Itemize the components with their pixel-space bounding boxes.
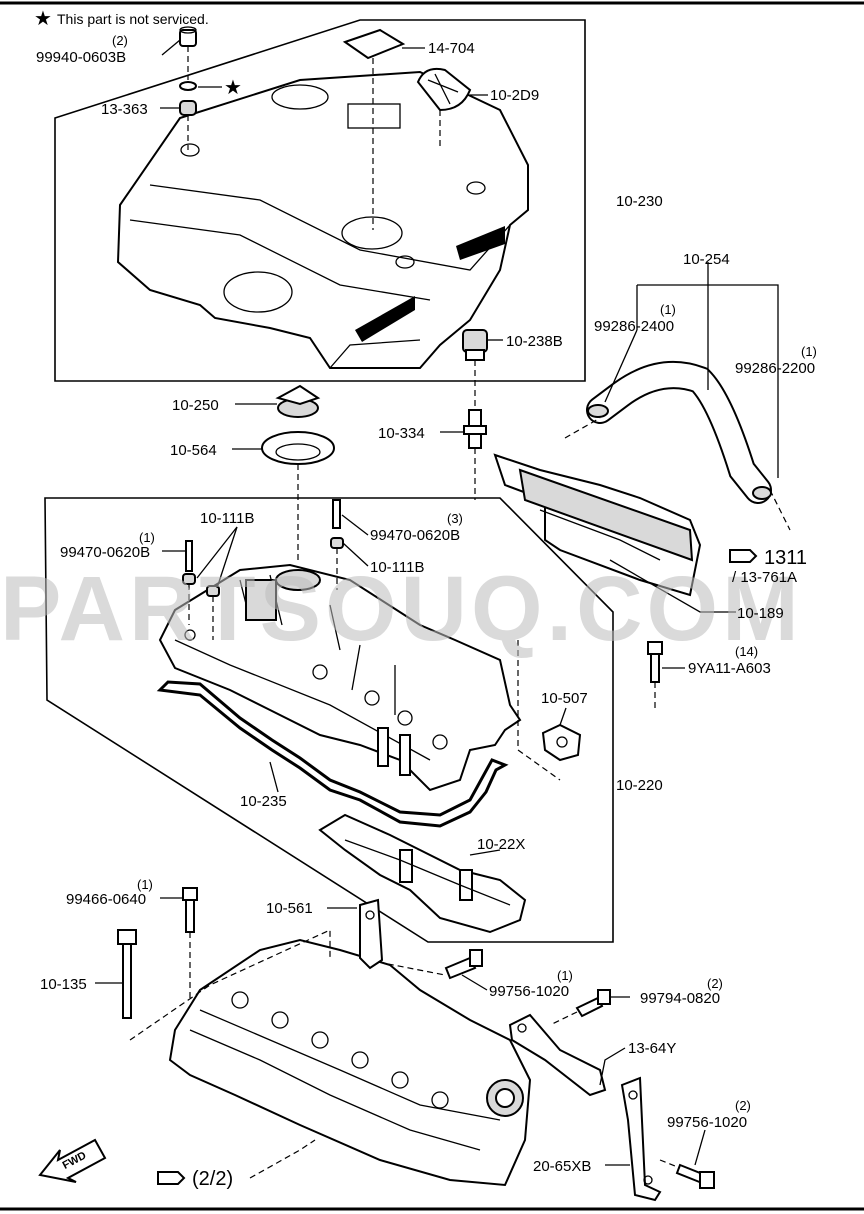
qty-99756-1020-single: (1) xyxy=(557,968,573,983)
bolt-9ya11-a603 xyxy=(647,641,663,683)
label-10-230: 10-230 xyxy=(616,193,663,210)
label-10-250: 10-250 xyxy=(172,397,219,414)
bracket-13-64y xyxy=(508,1013,607,1097)
label-99466-0640: 99466-0640 xyxy=(66,891,146,908)
qty-99794-0820: (2) xyxy=(707,976,723,991)
head-bolt-10-135 xyxy=(117,929,137,1019)
bracket-20-65xb xyxy=(620,1076,662,1202)
qty-99940-0603b: (2) xyxy=(112,33,128,48)
label-10-22x: 10-22X xyxy=(477,836,525,853)
bracket-10-561 xyxy=(359,898,384,970)
grommet-10-111b-right xyxy=(330,537,344,549)
ref-13-761a[interactable]: / 13-761A xyxy=(732,569,797,586)
gasket-10-507 xyxy=(541,723,582,762)
label-10-507: 10-507 xyxy=(541,690,588,707)
bolt-99756-1020-pair xyxy=(675,1163,715,1189)
fwd-arrow-icon: FWD xyxy=(38,1138,107,1183)
label-99940-0603b: 99940-0603B xyxy=(36,49,126,66)
oil-filler-cap-10-250 xyxy=(275,384,321,418)
qty-9ya11-a603: (14) xyxy=(735,644,758,659)
breather-hose-10-254 xyxy=(586,361,772,504)
washer-star-part xyxy=(179,81,197,91)
label-99756-1020-pair: 99756-1020 xyxy=(667,1114,747,1131)
stud-bolt-10-334 xyxy=(463,409,487,449)
label-99470-0620b-right: 99470-0620B xyxy=(370,527,460,544)
label-99286-2200: 99286-2200 xyxy=(735,360,815,377)
label-13-363: 13-363 xyxy=(101,101,148,118)
label-10-189: 10-189 xyxy=(737,605,784,622)
label-10-111b-right: 10-111B xyxy=(370,559,425,576)
star-marker: ★ xyxy=(224,77,242,99)
label-10-334: 10-334 xyxy=(378,425,425,442)
label-14-704: 14-704 xyxy=(428,40,475,57)
label-10-111b-left: 10-111B xyxy=(200,510,255,527)
engine-cover-frame xyxy=(54,19,586,382)
oil-separator-plate-10-189 xyxy=(493,453,702,597)
insulator-10-2d9 xyxy=(416,67,472,112)
hose-clamp-99286-2400 xyxy=(587,404,609,418)
engine-cover xyxy=(116,70,529,369)
stud-99470-0620b-right xyxy=(332,499,341,529)
cylinder-head-cover xyxy=(158,563,522,792)
not-serviced-note: ★ This part is not serviced. xyxy=(34,8,209,30)
filler-cap-gasket-10-564 xyxy=(261,431,335,465)
label-10-235: 10-235 xyxy=(240,793,287,810)
label-10-564: 10-564 xyxy=(170,442,217,459)
label-99286-2400: 99286-2400 xyxy=(594,318,674,335)
qty-99470-0620b-right: (3) xyxy=(447,511,463,526)
grommet-13-363 xyxy=(179,100,197,116)
label-sticker-14-704 xyxy=(342,28,406,60)
label-99470-0620b-left: 99470-0620B xyxy=(60,544,150,561)
label-10-135: 10-135 xyxy=(40,976,87,993)
label-10-254: 10-254 xyxy=(683,251,730,268)
note-text: This part is not serviced. xyxy=(57,11,209,27)
ref-2-of-2[interactable]: (2/2) xyxy=(192,1168,233,1190)
label-13-64y: 13-64Y xyxy=(628,1040,676,1057)
grommet-10-238b xyxy=(462,329,488,361)
qty-99756-1020-pair: (2) xyxy=(735,1098,751,1113)
pointing-hand-icon-bottom xyxy=(157,1171,186,1185)
pointing-hand-icon xyxy=(729,549,758,563)
head-cover-gasket-10-235 xyxy=(156,680,509,828)
bolt-99794-0820 xyxy=(575,989,611,1018)
label-99756-1020-single: 99756-1020 xyxy=(489,983,569,1000)
label-10-2d9: 10-2D9 xyxy=(490,87,539,104)
bolt-99756-1020-single xyxy=(444,949,483,980)
label-10-561: 10-561 xyxy=(266,900,313,917)
star-icon: ★ xyxy=(34,8,52,30)
cylinder-head xyxy=(168,938,532,1187)
head-cover-frame xyxy=(44,497,614,943)
qty-99286-2400: (1) xyxy=(660,302,676,317)
stud-99470-0620b-left xyxy=(185,540,193,572)
label-10-220: 10-220 xyxy=(616,777,663,794)
nut-99940-0603b xyxy=(179,26,197,47)
label-20-65xb: 20-65XB xyxy=(533,1158,591,1175)
watermark: PARTSOUQ.COM xyxy=(0,558,803,660)
label-99794-0820: 99794-0820 xyxy=(640,990,720,1007)
bolt-99466-0640 xyxy=(182,887,198,933)
qty-99470-0620b-left: (1) xyxy=(139,530,155,545)
label-9ya11-a603: 9YA11-A603 xyxy=(688,660,771,677)
qty-99286-2200: (1) xyxy=(801,344,817,359)
baffle-plate-10-22x xyxy=(318,813,527,934)
label-10-238b: 10-238B xyxy=(506,333,563,350)
qty-99466-0640: (1) xyxy=(137,877,153,892)
hose-clamp-99286-2200 xyxy=(752,486,772,500)
ref-1311[interactable]: 1311 xyxy=(764,547,807,569)
